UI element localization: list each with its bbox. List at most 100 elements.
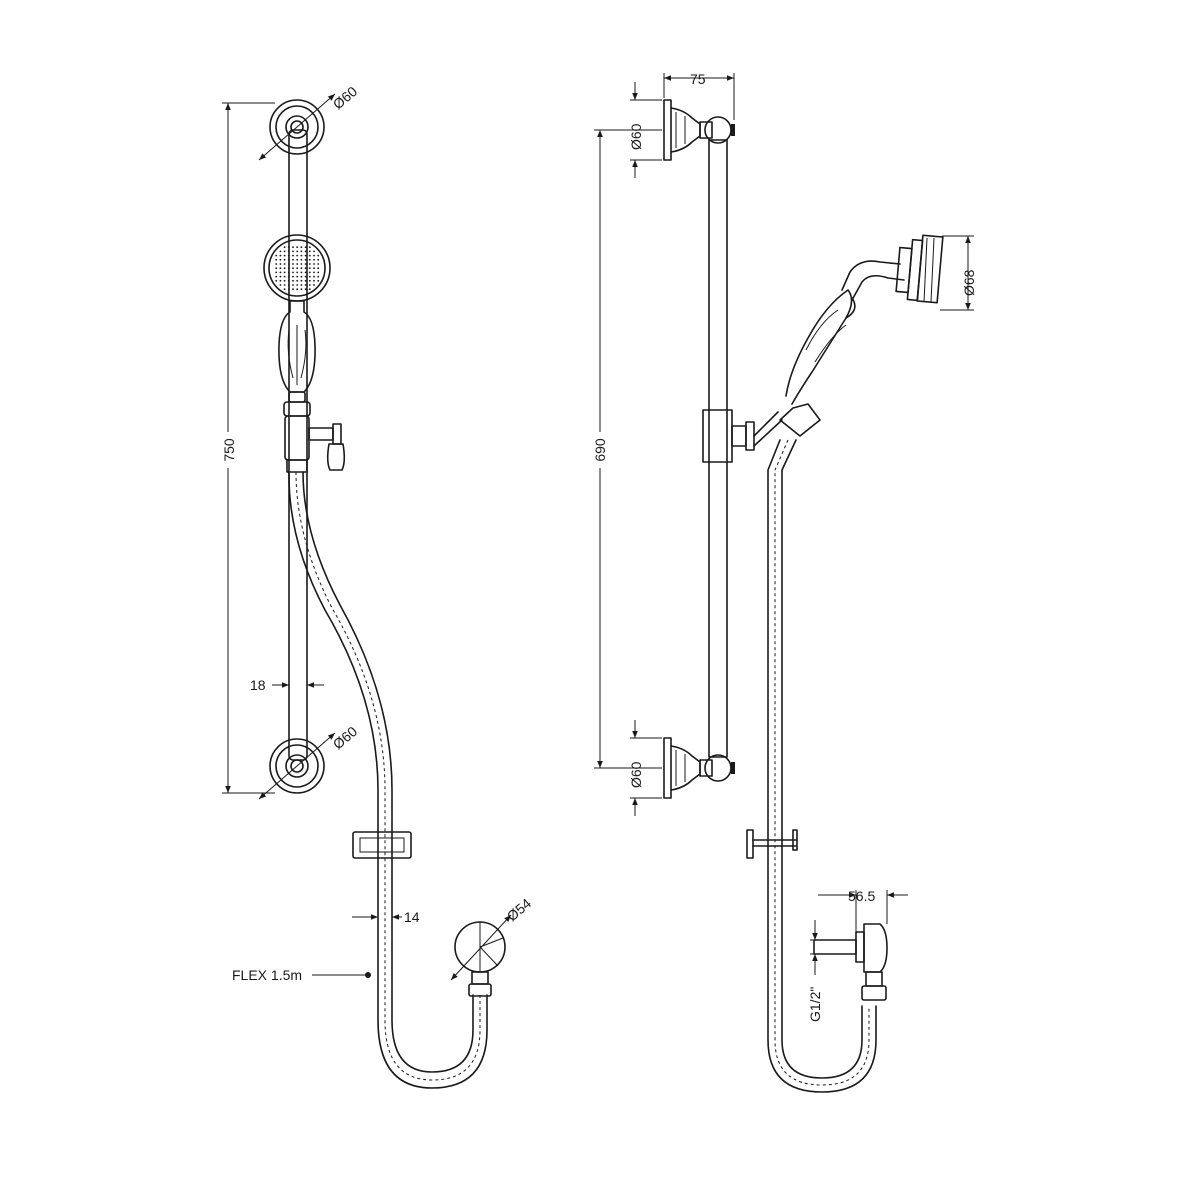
nozzle-dot [313,275,315,278]
front-rail-width-dimension: 18 [250,677,324,693]
nozzle-dot [275,267,278,270]
side-outlet-projection-dimension: 56.5 [818,888,908,932]
nozzle-dot [308,246,311,249]
nozzle-dot [275,263,278,265]
nozzle-dot [296,288,299,291]
nozzle-dot [287,271,290,274]
nozzle-dot [296,279,299,282]
nozzle-dot [304,284,307,286]
nozzle-dot [300,275,303,278]
nozzle-dot [287,288,290,291]
nozzle-dot [287,267,290,270]
side-handset [779,234,944,437]
side-top-diameter-label: Ø60 [628,123,644,150]
nozzle-dot [308,250,311,253]
nozzle-dot [283,271,286,274]
nozzle-dot [317,258,320,261]
nozzle-dot [292,275,294,278]
front-hose-width-dimension: 14 [352,909,420,925]
side-centres-label: 690 [592,438,608,462]
side-projection-label: 75 [690,71,706,87]
nozzle-dot [279,254,282,257]
nozzle-dot [296,271,299,274]
nozzle-dot [317,279,320,282]
nozzle-dot [313,271,315,274]
nozzle-dot [308,258,311,261]
nozzle-dot [283,284,286,286]
side-hose-clip [746,829,798,859]
nozzle-dot [287,275,290,278]
nozzle-dot [300,284,303,286]
nozzle-dot [275,275,278,278]
front-handset-handle [278,300,316,417]
nozzle-dot [313,279,315,282]
front-slide-rail [288,129,308,761]
side-centres-dimension: 690 [590,129,662,769]
nozzle-dot [313,258,315,261]
front-bottom-diameter-label: Ø60 [330,723,361,752]
nozzle-dot [283,250,286,253]
nozzle-dot [283,279,286,282]
nozzle-dot [283,246,286,249]
nozzle-dot [275,258,278,261]
nozzle-dot [300,267,303,270]
nozzle-dot [292,263,294,265]
nozzle-dot [304,275,307,278]
front-top-diameter-label: Ø60 [330,83,361,112]
nozzle-dot [313,284,315,286]
side-outlet-thread-dimension: G1/2" [807,920,823,1022]
front-height-label: 750 [221,438,237,462]
nozzle-dot [300,246,303,249]
nozzle-dot [292,267,294,270]
nozzle-dot [292,279,294,282]
nozzle-dot [304,288,307,291]
nozzle-dot [300,254,303,257]
front-shower-head [263,234,331,302]
front-hose-width-label: 14 [404,909,420,925]
nozzle-dot [283,267,286,270]
nozzle-dot [317,271,320,274]
nozzle-dot [279,267,282,270]
nozzle-dot [308,284,311,286]
front-slider-lever [284,415,346,473]
front-height-dimension: 750 [218,102,275,794]
nozzle-dot [308,279,311,282]
nozzle-dot [275,254,278,257]
front-view: 750 Ø60 Ø60 18 14 Ø54 FLEX 1.5m [218,83,534,1089]
front-wall-outlet [454,921,506,997]
nozzle-dot [292,254,294,257]
nozzle-dot [308,254,311,257]
nozzle-dot [296,250,299,253]
nozzle-dot [313,250,315,253]
side-wall-outlet [813,923,888,1001]
front-hose-label: FLEX 1.5m [232,967,302,983]
nozzle-dot [296,263,299,265]
nozzle-dot [300,258,303,261]
nozzle-dot [292,246,294,249]
front-bottom-diameter-dimension: Ø60 [258,723,361,800]
nozzle-dot [304,267,307,270]
nozzle-dot [296,258,299,261]
nozzle-dot [292,271,294,274]
nozzle-dot [279,250,282,253]
nozzle-dot [283,288,286,291]
nozzle-dot [317,263,320,265]
nozzle-dot [287,254,290,257]
side-head-diameter-dimension: Ø68 [940,235,977,311]
nozzle-dot [296,275,299,278]
front-rail-width-label: 18 [250,677,266,693]
side-head-diameter-label: Ø68 [961,269,977,296]
front-hose-leader: FLEX 1.5m [232,967,371,983]
nozzle-dot [308,275,311,278]
nozzle-dot [300,263,303,265]
side-outlet-thread-label: G1/2" [807,987,823,1022]
nozzle-dot [304,279,307,282]
side-top-bracket [663,99,735,161]
nozzle-dot [313,267,315,270]
nozzle-dot [317,254,320,257]
nozzle-dot [296,284,299,286]
nozzle-dot [292,288,294,291]
nozzle-dot [292,284,294,286]
nozzle-dot [279,258,282,261]
